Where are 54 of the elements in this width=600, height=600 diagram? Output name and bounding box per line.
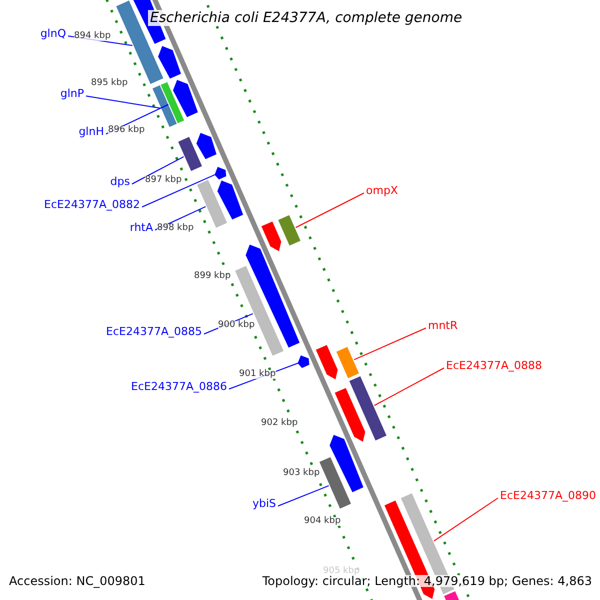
gene-feature [160,82,184,124]
gene-feature [336,346,359,378]
gene-label: ybiS [252,498,276,509]
gene-feature [173,80,198,118]
gene-feature [178,136,202,171]
gene-feature [217,180,244,220]
leader-line [86,96,161,109]
position-label: 895 kbp [91,79,128,88]
gene-feature [158,46,181,79]
leader-line [278,485,330,506]
position-label: 903 kbp [283,469,320,478]
leader-line [132,156,184,184]
gene-label: glnH [78,126,104,137]
leader-line [374,368,444,406]
position-label: 898 kbp [157,224,194,233]
gene-label: EcE24377A_0882 [44,199,140,210]
position-label: 894 kbp [74,32,111,41]
gene-label: mntR [428,320,458,331]
leader-line [295,192,364,228]
leader-line [434,498,498,542]
position-label: 900 kbp [218,321,255,330]
position-label: 904 kbp [304,517,341,526]
gene-label: glnP [60,88,84,99]
gene-feature [278,215,300,246]
gene-label: EcE24377A_0888 [446,360,542,371]
gene-feature [298,355,310,368]
gene-feature [197,180,228,228]
position-label: 897 kbp [145,176,182,185]
gene-feature [319,457,351,509]
gene-feature [316,345,338,380]
leader-line [142,174,216,208]
gene-label: ompX [366,185,398,196]
gene-feature [152,85,177,127]
gene-label: rhtA [130,222,153,233]
position-label: 896 kbp [108,126,145,135]
gene-feature [196,132,216,160]
gene-label: EcE24377A_0890 [500,490,596,501]
title: Escherichia coli E24377A, complete genome [148,10,464,26]
gene-feature [261,222,282,252]
gene-label: EcE24377A_0885 [106,326,202,337]
gene-feature [349,376,386,440]
position-label: 901 kbp [239,370,276,379]
gene-label: dps [110,176,130,187]
position-label: 899 kbp [194,272,231,281]
gene-feature [235,266,284,356]
gene-feature [334,388,366,442]
gene-feature [330,434,364,492]
accession-label: Accession: NC_009801 [9,575,146,587]
gene-feature [214,166,226,180]
leader-line [354,328,426,360]
position-label: 902 kbp [261,419,298,428]
gene-label: EcE24377A_0886 [131,381,227,392]
gene-label: glnQ [40,28,66,39]
genome-summary: Topology: circular; Length: 4,979,619 bp; Genes: 4,863 [262,575,592,587]
